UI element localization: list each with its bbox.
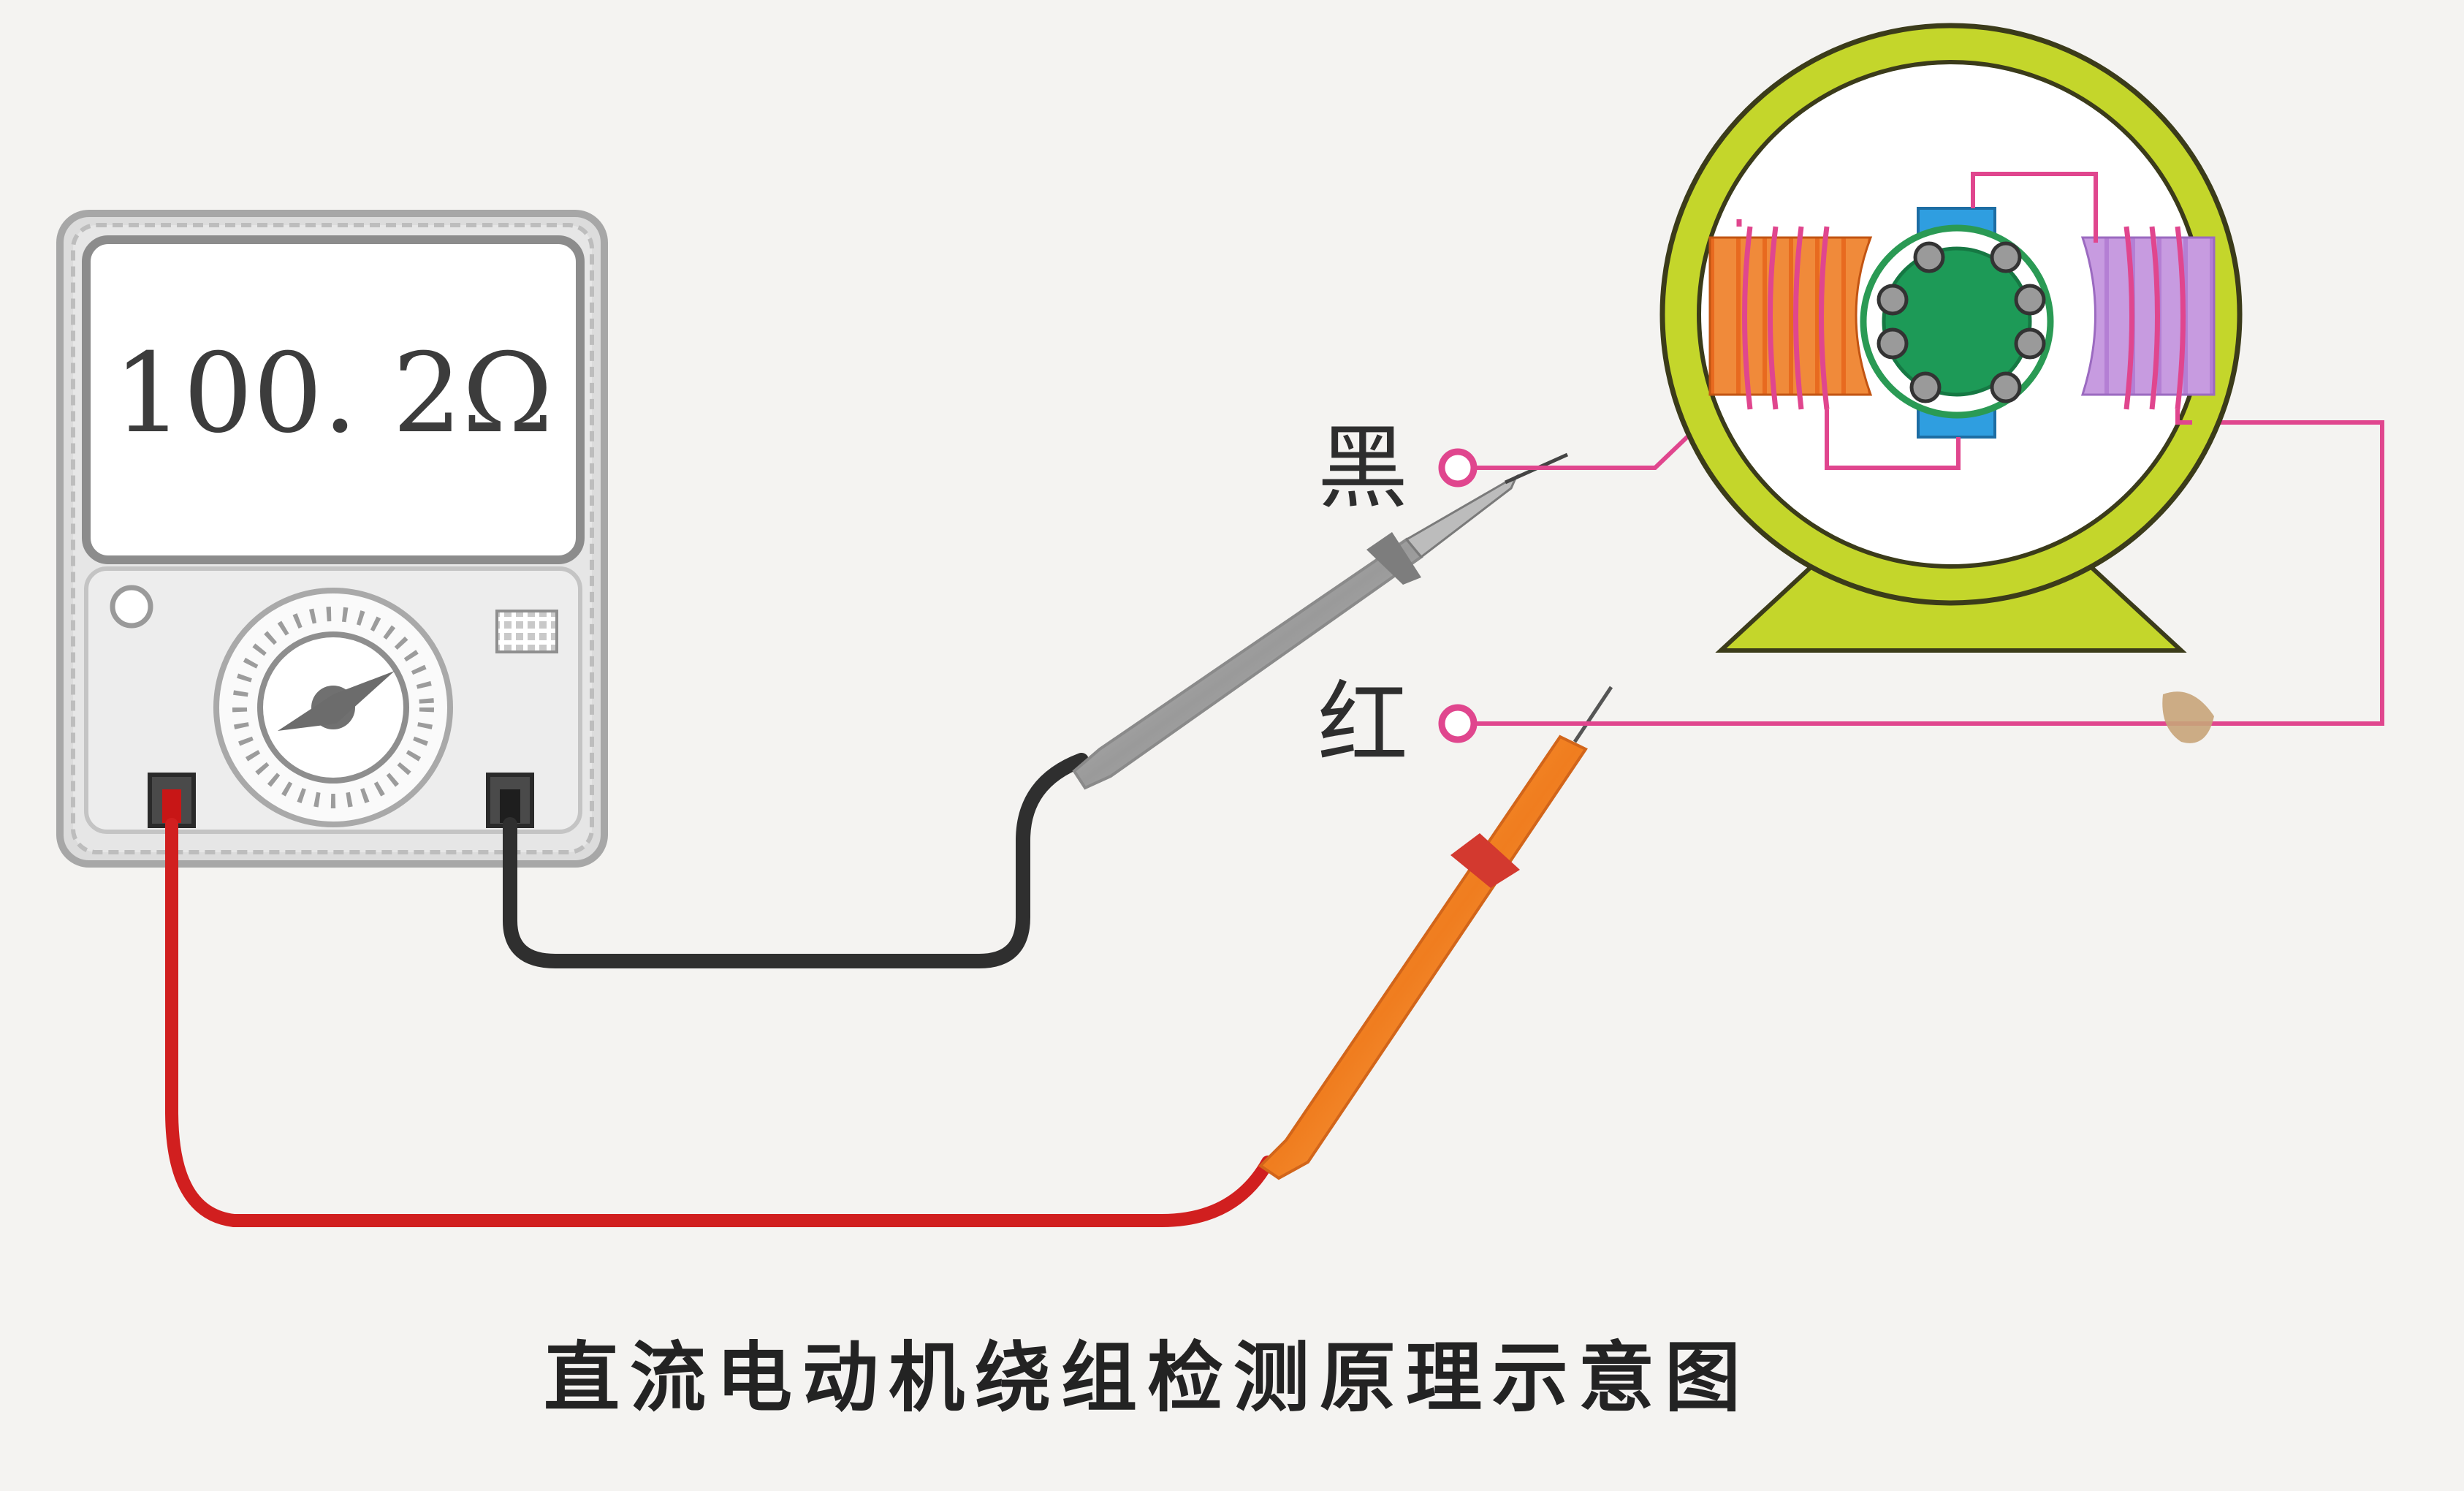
smudge-mark <box>2162 691 2214 743</box>
power-button[interactable] <box>110 585 153 629</box>
black-test-probe[interactable] <box>1072 452 1569 790</box>
black-test-lead-wire <box>503 753 1089 968</box>
internal-wiring <box>1825 172 2192 470</box>
armature <box>1860 224 2054 419</box>
selector-knob-pointer <box>278 671 395 731</box>
diagram-caption: 直流电动机绕组检测原理示意图 <box>543 1332 1751 1422</box>
hold-button[interactable] <box>495 610 558 653</box>
multimeter-display <box>82 235 585 564</box>
right-field-winding <box>2080 226 2216 410</box>
black-terminal-label: 黑 <box>1317 416 1408 521</box>
red-terminal-label: 红 <box>1317 672 1408 777</box>
meter-reading: 100. 2Ω <box>113 330 552 458</box>
left-field-winding <box>1708 219 1873 410</box>
red-test-lead-wire <box>165 818 1274 1227</box>
red-terminal-point[interactable] <box>1438 704 1478 743</box>
black-terminal-point[interactable] <box>1438 448 1478 487</box>
dc-motor <box>1659 23 2243 653</box>
red-test-probe[interactable] <box>1258 686 1613 1180</box>
multimeter: 100. 2Ω <box>56 210 608 868</box>
red-terminal-wire <box>1475 420 2384 726</box>
range-selector-dial[interactable] <box>213 588 453 827</box>
